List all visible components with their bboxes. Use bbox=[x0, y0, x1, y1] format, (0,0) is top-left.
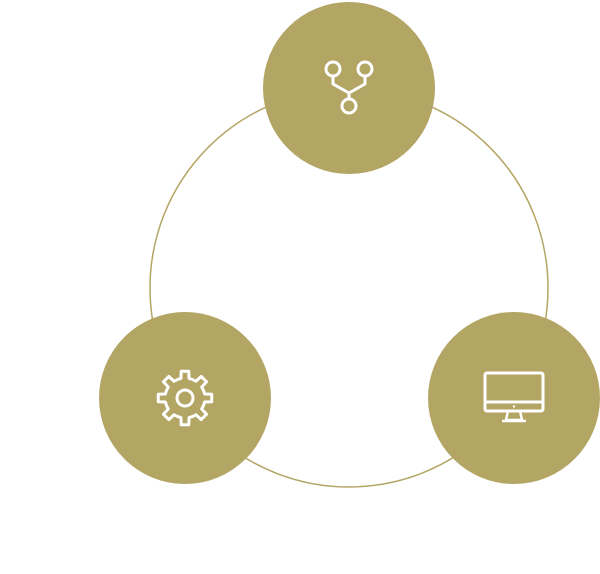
node-top bbox=[263, 2, 435, 174]
node-bottom-left bbox=[99, 312, 271, 484]
git-branch-icon bbox=[324, 60, 374, 115]
node-bottom-right bbox=[428, 312, 600, 484]
node-bottom-right-disc bbox=[428, 312, 600, 484]
monitor-icon bbox=[483, 371, 545, 423]
node-bottom-left-disc bbox=[99, 312, 271, 484]
gear-icon bbox=[156, 369, 214, 427]
monitor-power-dot bbox=[512, 405, 516, 408]
node-top-disc bbox=[263, 2, 435, 174]
